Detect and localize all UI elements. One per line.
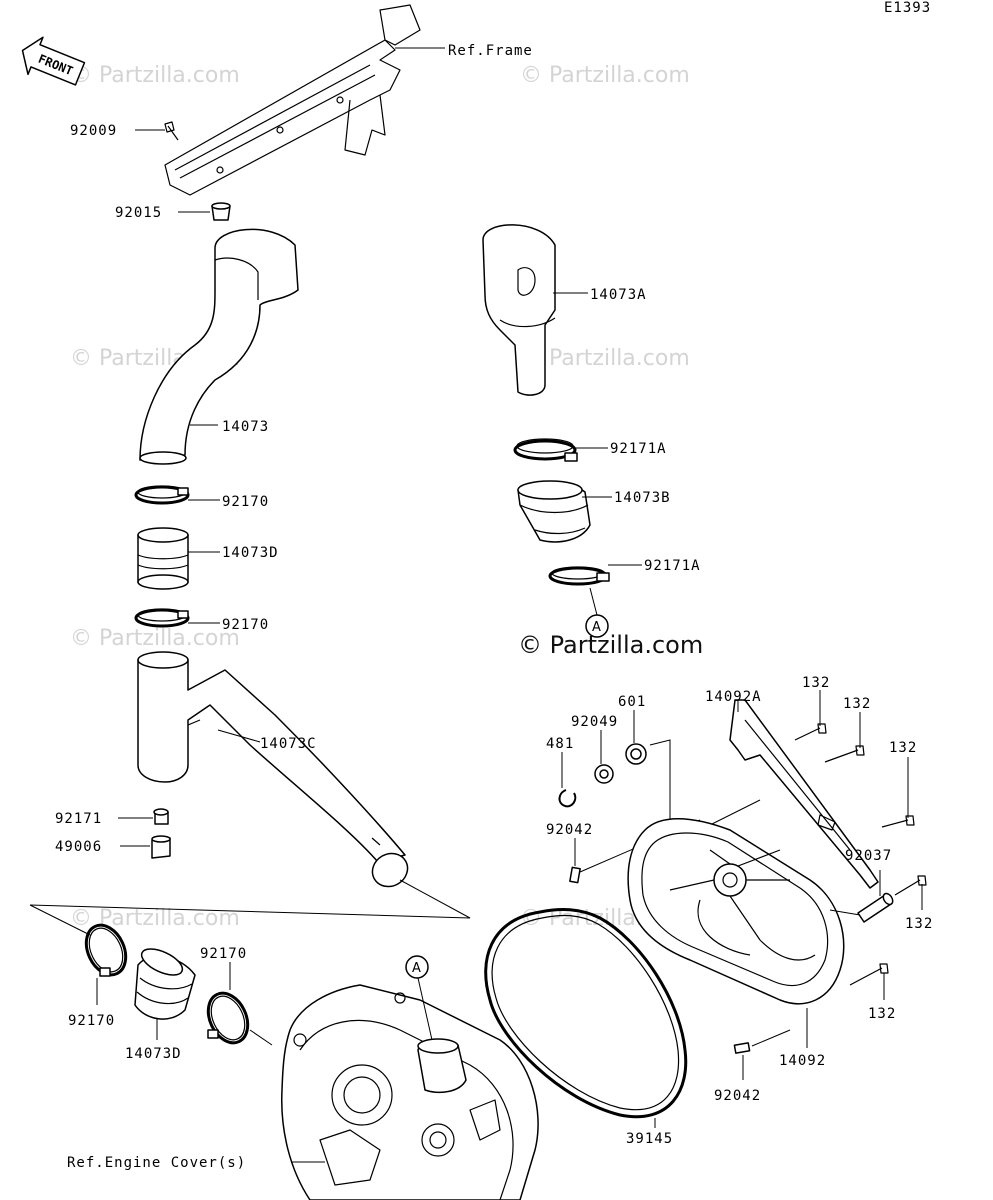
bolt-132	[794, 723, 827, 741]
part-label-92015: 92015	[115, 205, 162, 221]
boot-14073b	[517, 480, 591, 543]
part-label-14073a: 14073A	[590, 287, 647, 303]
bracket-14092a	[729, 699, 879, 889]
watermark: © Partzilla.com	[70, 626, 240, 651]
drive-belt-39145	[484, 908, 688, 1119]
part-label-14092: 14092	[779, 1053, 826, 1069]
clamp-92171a	[513, 438, 578, 462]
sleeve-14073d	[137, 527, 189, 590]
clutch-cover-14092	[627, 818, 845, 1005]
duct-14073c	[137, 651, 409, 888]
callout-a: A	[405, 955, 429, 979]
frame-part	[164, 4, 421, 196]
part-label-92170: 92170	[222, 617, 269, 633]
part-label-132: 132	[802, 675, 830, 691]
ref-frame-label: Ref.Frame	[448, 43, 533, 59]
callout-a: A	[585, 614, 609, 638]
pin-92042	[569, 866, 581, 884]
watermark-main: © Partzilla.com	[518, 631, 703, 659]
part-label-92049: 92049	[571, 714, 618, 730]
svg-text:A: A	[412, 961, 421, 976]
part-label-14073: 14073	[222, 419, 269, 435]
watermark: © Partzilla.com	[70, 63, 240, 88]
grommet-92015	[211, 202, 231, 221]
diagram-code: E1393	[884, 0, 931, 16]
svg-text:A: A	[592, 620, 601, 635]
clamp-92170	[84, 923, 128, 977]
part-label-92170: 92170	[200, 946, 247, 962]
ref-engine-cover-label: Ref.Engine Cover(s)	[67, 1155, 246, 1171]
leader-line	[249, 1029, 273, 1046]
part-label-92037: 92037	[845, 848, 892, 864]
clamp-92171	[153, 808, 169, 825]
part-label-92171: 92171	[55, 811, 102, 827]
leader-line	[751, 1029, 791, 1047]
circlip-481	[558, 789, 577, 808]
leader-line	[29, 904, 91, 936]
part-label-14073b: 14073B	[614, 490, 671, 506]
leader-line	[417, 977, 433, 1041]
part-label-92042: 92042	[546, 822, 593, 838]
spacer-92037	[857, 892, 894, 923]
leader-line	[29, 879, 471, 919]
part-label-14092a: 14092A	[705, 689, 762, 705]
duct-14073	[139, 228, 299, 465]
bolt-132	[894, 875, 927, 896]
watermark: © Partzilla.com	[520, 346, 690, 371]
leader-line	[217, 729, 261, 743]
pin-92042	[733, 1042, 751, 1054]
leader-line	[829, 909, 861, 916]
watermark: © Partzilla.com	[520, 63, 690, 88]
part-label-92171a: 92171A	[610, 441, 667, 457]
seal-92049	[594, 764, 614, 784]
part-label-481: 481	[546, 736, 574, 752]
front-arrow-icon: FRONT	[21, 36, 86, 86]
bolt-92009	[164, 121, 179, 141]
part-label-14073d: 14073D	[222, 545, 279, 561]
part-label-132: 132	[889, 740, 917, 756]
duct-14073a	[482, 224, 556, 396]
part-label-14073c: 14073C	[260, 736, 317, 752]
part-label-14073d: 14073D	[125, 1046, 182, 1062]
part-label-49006: 49006	[55, 839, 102, 855]
part-label-132: 132	[905, 916, 933, 932]
part-label-92042: 92042	[714, 1088, 761, 1104]
clamp-92170	[134, 608, 190, 628]
leader-line	[589, 587, 598, 616]
engine-cover	[281, 984, 539, 1200]
part-label-132: 132	[843, 696, 871, 712]
part-label-92171a: 92171A	[644, 558, 701, 574]
bolt-132	[849, 963, 889, 986]
cap-49006	[151, 835, 171, 859]
clamp-92170	[134, 485, 190, 505]
part-label-92170: 92170	[222, 494, 269, 510]
part-label-132: 132	[868, 1006, 896, 1022]
bolt-132	[881, 815, 915, 828]
bearing-601	[625, 743, 647, 765]
part-label-92009: 92009	[70, 123, 117, 139]
watermarks: © Partzilla.com © Partzilla.com © Partzi…	[70, 63, 703, 931]
part-label-39145: 39145	[626, 1131, 673, 1147]
part-label-601: 601	[618, 694, 646, 710]
part-label-92170: 92170	[68, 1013, 115, 1029]
clamp-92171a	[548, 566, 610, 586]
sleeve-14073d	[134, 948, 196, 1020]
bolt-132	[824, 745, 865, 763]
clamp-92170	[206, 991, 250, 1045]
